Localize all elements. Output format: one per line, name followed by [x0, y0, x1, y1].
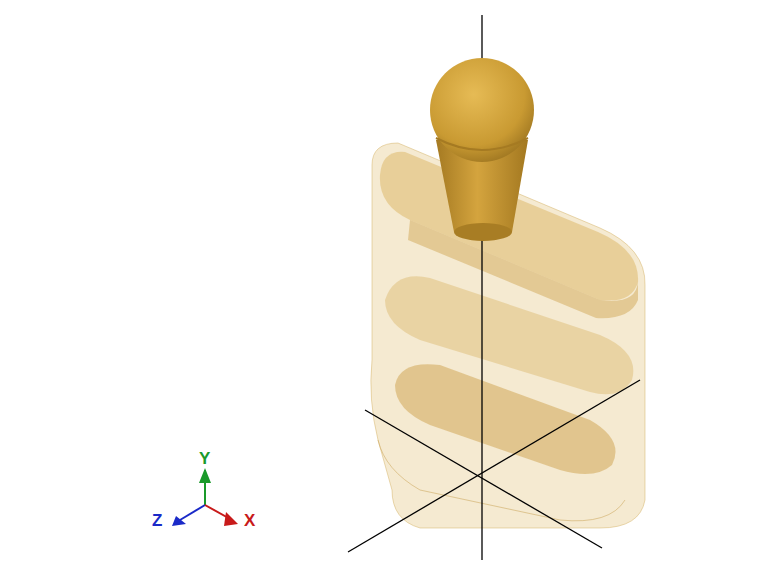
- axis-name: Z: [152, 512, 162, 529]
- axis-name: Y: [199, 450, 210, 467]
- axis-name: X: [244, 512, 255, 529]
- axis-triad: [172, 468, 238, 526]
- axis-lines: [348, 15, 640, 560]
- stopper: [430, 58, 534, 241]
